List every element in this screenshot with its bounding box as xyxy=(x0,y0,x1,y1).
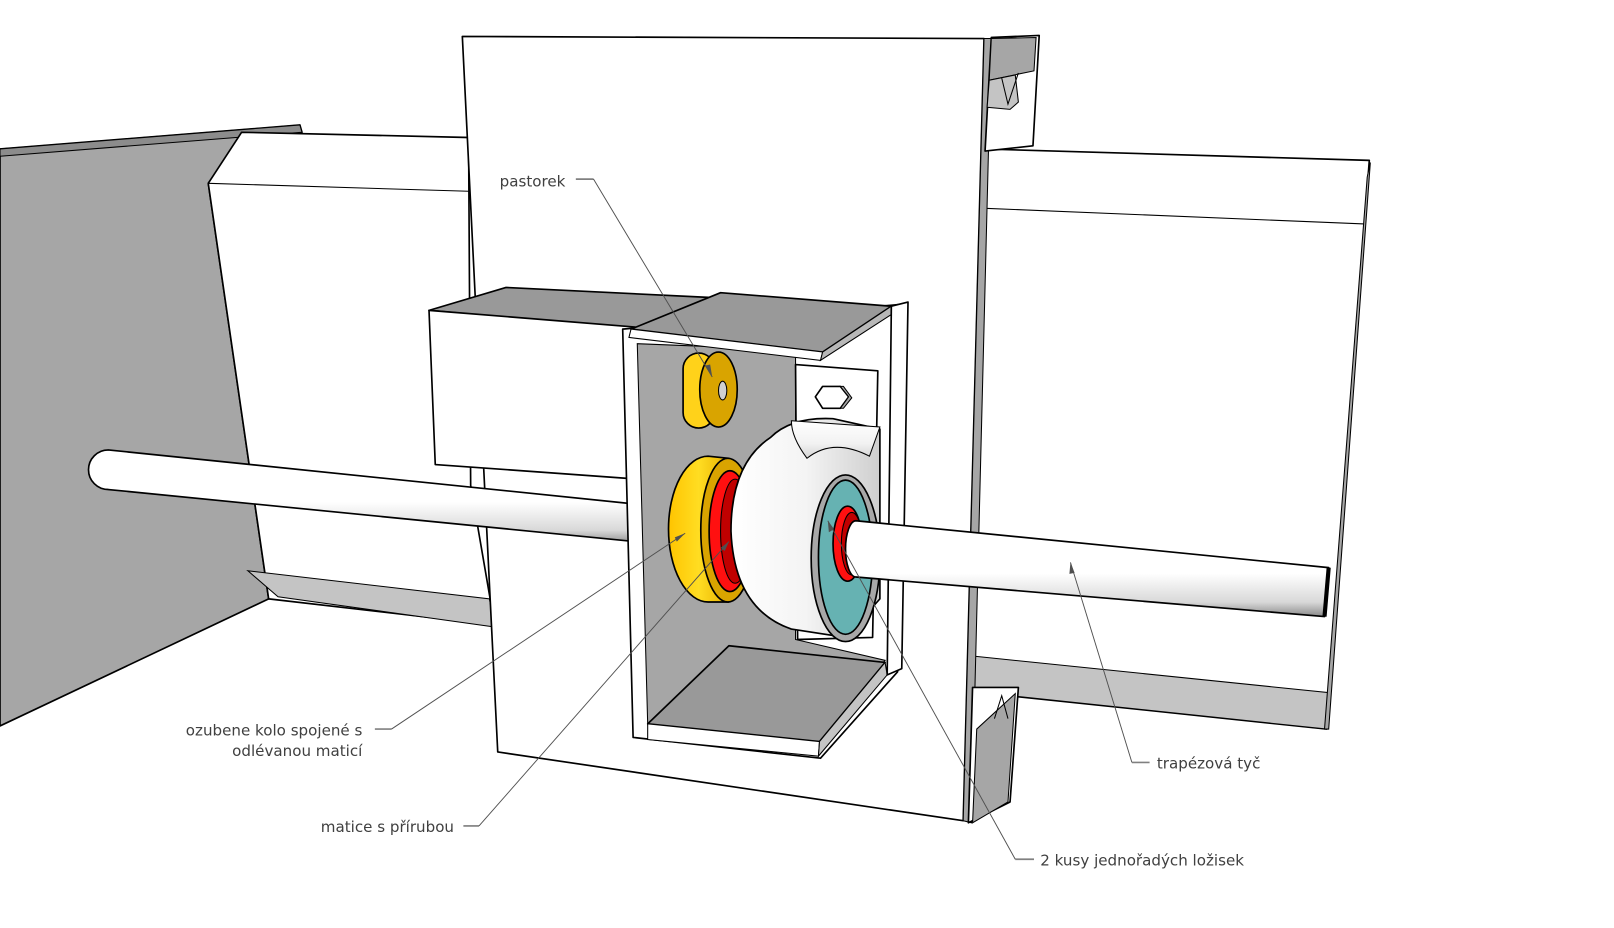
label-gear-line2: odlévanou maticí xyxy=(232,742,363,760)
right-beam xyxy=(967,148,1371,730)
motor-box xyxy=(428,286,720,480)
rod-left xyxy=(87,449,668,546)
label-rod: trapézová tyč xyxy=(1157,755,1261,773)
rod-right xyxy=(844,519,1331,618)
pinion xyxy=(682,351,739,429)
label-pastorek: pastorek xyxy=(500,172,566,190)
label-gear-line1: ozubene kolo spojené s xyxy=(186,721,363,739)
label-flange-nut: matice s přírubou xyxy=(321,818,454,836)
label-bearings: 2 kusy jednořadých ložisek xyxy=(1040,852,1244,870)
hex-bolt-icon xyxy=(814,385,853,410)
leader-lines xyxy=(374,178,1150,861)
